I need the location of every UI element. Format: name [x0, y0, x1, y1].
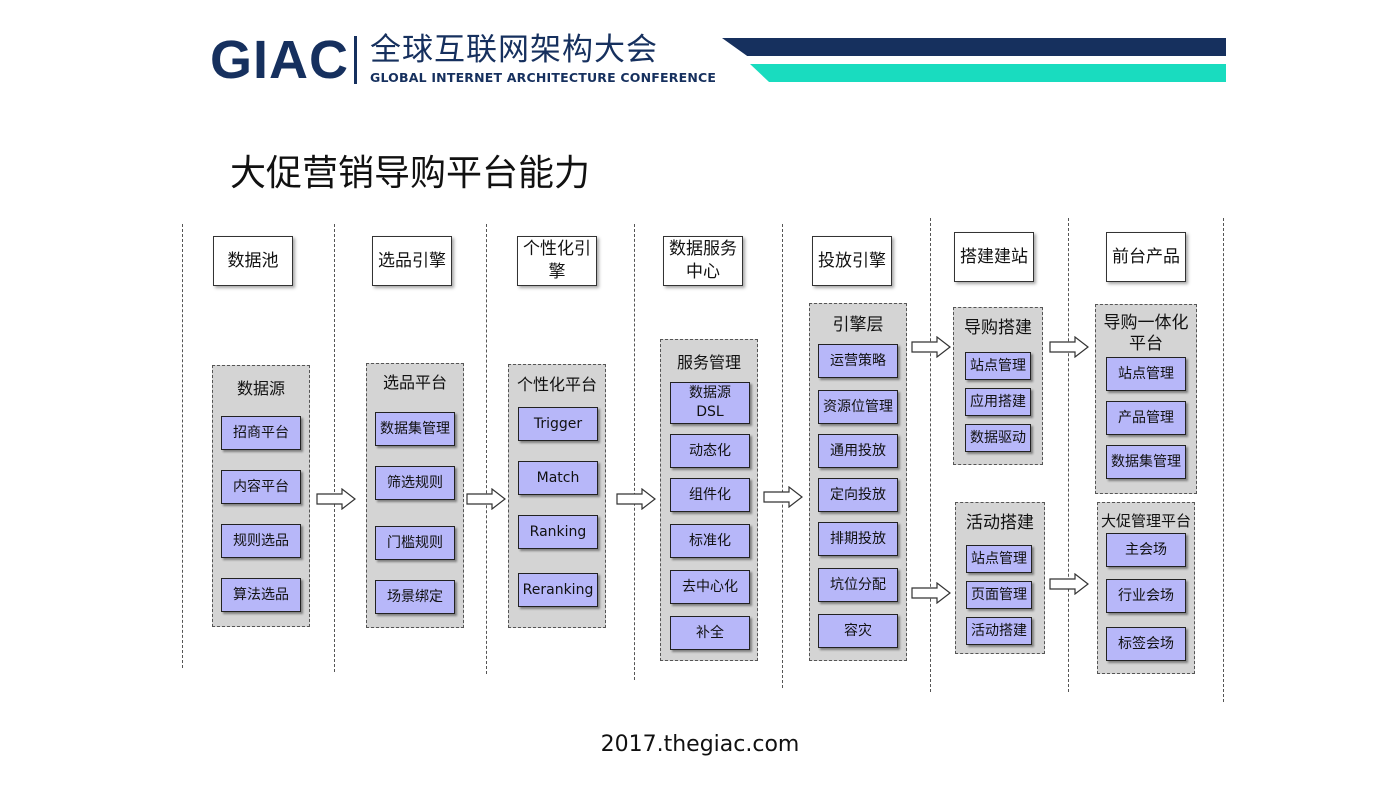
item-box: 内容平台: [221, 470, 301, 504]
group-promotion-management-platform: 大促管理平台 主会场 行业会场 标签会场: [1097, 502, 1195, 674]
item-box: 标签会场: [1106, 627, 1186, 661]
item-box: 主会场: [1106, 533, 1186, 567]
group-shopping-guide-building: 导购搭建 站点管理 应用搭建 数据驱动: [953, 307, 1043, 465]
item-box: 数据源 DSL: [670, 382, 750, 424]
group-title: 导购搭建: [964, 318, 1032, 338]
group-title: 选品平台: [382, 373, 447, 392]
column-header-frontend-products: 前台产品: [1106, 232, 1186, 282]
column-divider: [782, 224, 783, 688]
group-data-source: 数据源 招商平台 内容平台 规则选品 算法选品: [212, 365, 310, 627]
group-title: 活动搭建: [966, 513, 1034, 533]
group-title: 数据源: [236, 379, 285, 398]
header-teal-stripe: [750, 64, 1226, 82]
item-box: Ranking: [518, 515, 598, 549]
flow-arrow: [911, 582, 951, 604]
column-header-data-service-center: 数据服务 中心: [663, 236, 743, 286]
item-box: 标准化: [670, 524, 750, 558]
item-box: 坑位分配: [818, 568, 898, 602]
item-box: 应用搭建: [965, 388, 1031, 416]
flow-arrow: [1049, 336, 1089, 358]
item-box: 产品管理: [1106, 401, 1186, 435]
conference-name-cn: 全球互联网架构大会: [370, 32, 658, 68]
item-box: 数据驱动: [965, 424, 1031, 452]
column-divider: [1068, 218, 1069, 692]
item-box: 站点管理: [1106, 357, 1186, 391]
item-box: 筛选规则: [375, 466, 455, 500]
column-header-data-pool: 数据池: [213, 236, 293, 286]
column-divider: [930, 218, 931, 692]
item-box: 通用投放: [818, 434, 898, 468]
column-header-personalization-engine: 个性化引 擎: [517, 236, 597, 286]
item-box: 规则选品: [221, 524, 301, 558]
item-box: 场景绑定: [375, 580, 455, 614]
column-divider: [486, 224, 487, 674]
item-box: 活动搭建: [966, 617, 1032, 645]
item-box: 排期投放: [818, 522, 898, 556]
giac-logo-text: GIAC: [210, 30, 349, 90]
item-box: 门槛规则: [375, 526, 455, 560]
item-box: 站点管理: [966, 545, 1032, 573]
column-divider: [634, 224, 635, 680]
column-divider: [334, 224, 335, 672]
group-title: 导购一体化 平台: [1103, 313, 1189, 354]
item-box: 容灾: [818, 614, 898, 648]
item-box: 补全: [670, 616, 750, 650]
column-header-site-building: 搭建建站: [954, 232, 1034, 282]
group-service-management: 服务管理 数据源 DSL 动态化 组件化 标准化 去中心化 补全: [660, 339, 758, 661]
group-personalization-platform: 个性化平台 Trigger Match Ranking Reranking: [508, 364, 606, 628]
column-divider: [1223, 218, 1224, 702]
item-box: 数据集管理: [375, 412, 455, 446]
slide-title: 大促营销导购平台能力: [230, 153, 591, 194]
item-box: Reranking: [518, 573, 598, 607]
item-box: Trigger: [518, 407, 598, 441]
group-engine-layer: 引擎层 运营策略 资源位管理 通用投放 定向投放 排期投放 坑位分配 容灾: [809, 303, 907, 661]
header-navy-stripe: [722, 38, 1226, 56]
item-box: 组件化: [670, 478, 750, 512]
item-box: 去中心化: [670, 570, 750, 604]
flow-arrow: [316, 488, 356, 510]
item-box: 招商平台: [221, 416, 301, 450]
group-title: 个性化平台: [516, 375, 597, 394]
item-box: 行业会场: [1106, 579, 1186, 613]
logo-separator: [354, 36, 357, 84]
group-title: 引擎层: [832, 315, 884, 335]
flow-arrow: [466, 488, 506, 510]
item-box: 算法选品: [221, 578, 301, 612]
column-header-delivery-engine: 投放引擎: [812, 236, 892, 286]
conference-name-en: GLOBAL INTERNET ARCHITECTURE CONFERENCE: [370, 70, 717, 85]
flow-arrow: [1049, 573, 1089, 595]
column-header-selection-engine: 选品引擎: [372, 236, 452, 286]
flow-arrow: [616, 488, 656, 510]
group-event-building: 活动搭建 站点管理 页面管理 活动搭建: [955, 502, 1045, 654]
group-title: 大促管理平台: [1100, 512, 1191, 530]
group-selection-platform: 选品平台 数据集管理 筛选规则 门槛规则 场景绑定: [366, 363, 464, 628]
item-box: 站点管理: [965, 352, 1031, 380]
item-box: 数据集管理: [1106, 445, 1186, 479]
footer-url: 2017.thegiac.com: [600, 732, 800, 757]
item-box: 运营策略: [818, 344, 898, 378]
flow-arrow: [763, 486, 803, 508]
group-title: 服务管理: [676, 353, 741, 372]
item-box: 页面管理: [966, 581, 1032, 609]
item-box: 动态化: [670, 434, 750, 468]
item-box: 定向投放: [818, 478, 898, 512]
item-box: Match: [518, 461, 598, 495]
item-box: 资源位管理: [818, 390, 898, 424]
group-integrated-guide-platform: 导购一体化 平台 站点管理 产品管理 数据集管理: [1095, 304, 1197, 494]
column-divider: [182, 224, 183, 668]
flow-arrow: [911, 336, 951, 358]
